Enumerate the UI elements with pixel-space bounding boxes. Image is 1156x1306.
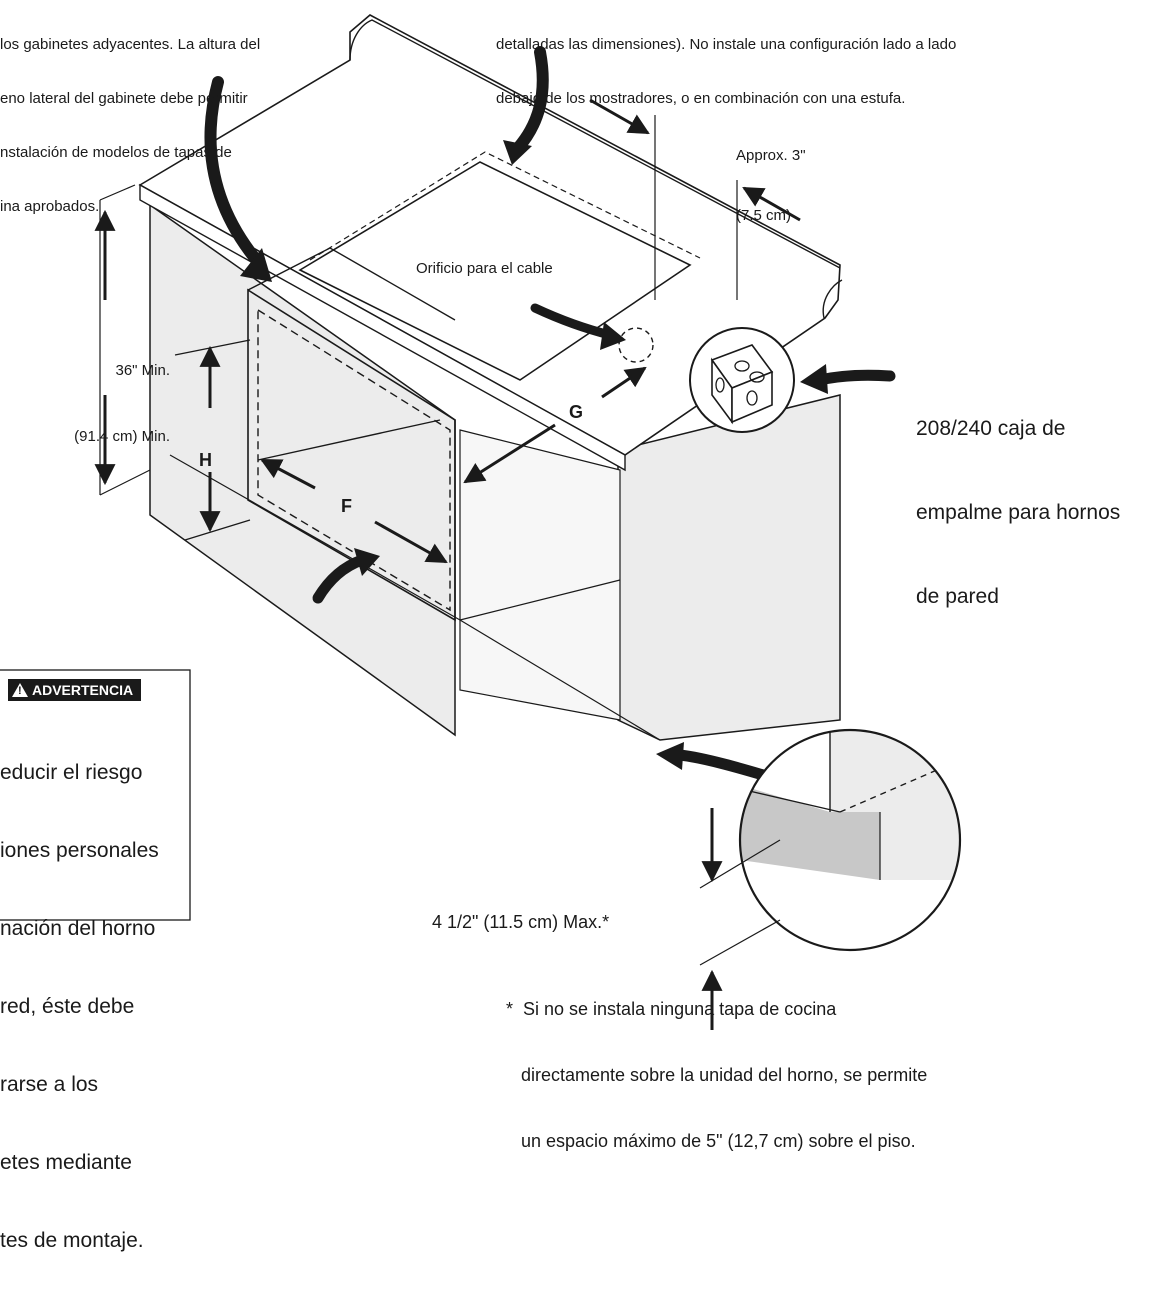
cabinet-left-side <box>149 203 456 737</box>
cabinet-right-end <box>617 394 841 741</box>
warning-text: educir el riesgo iones personales nación… <box>0 708 159 1306</box>
footnote-line: * Si no se instala ninguna tapa de cocin… <box>506 999 837 1019</box>
height-line: (91.4 cm) Min. <box>74 428 170 445</box>
note-line: detalladas las dimensiones). No instale … <box>496 36 957 53</box>
cabinet-interior-back <box>459 429 621 721</box>
junction-box-label: 208/240 caja de empalme para hornos de p… <box>916 359 1120 667</box>
warning-badge-text: ADVERTENCIA <box>32 682 134 698</box>
junction-line: empalme para hornos <box>916 501 1121 524</box>
warning-badge: ADVERTENCIA <box>8 679 142 701</box>
note-top-left: los gabinetes adyacentes. La altura del … <box>0 0 260 252</box>
arrow-left-panel <box>204 76 264 268</box>
warning-line: etes mediante <box>0 1151 132 1174</box>
oven-shelf <box>257 419 441 461</box>
footnote: * Si no se instala ninguna tapa de cocin… <box>506 954 927 1196</box>
approx-line: (7.5 cm) <box>736 207 792 224</box>
warning-line: red, éste debe <box>0 995 135 1018</box>
warning-icon <box>12 683 28 697</box>
toe-kick-detail <box>738 728 962 952</box>
junction-line: 208/240 caja de <box>916 417 1066 440</box>
dimension-g-label: G <box>569 402 584 422</box>
warning-line: nación del horno <box>0 917 156 940</box>
warning-line: iones personales <box>0 839 159 862</box>
junction-box-icon <box>710 344 774 425</box>
arrow-top <box>512 46 549 154</box>
arrow-junction-box <box>814 369 896 386</box>
cable-hole <box>618 327 654 363</box>
warning-line: tes de montaje. <box>0 1229 144 1252</box>
note-top: detalladas las dimensiones). No instale … <box>496 0 956 144</box>
warning-box <box>0 669 191 921</box>
footnote-line: un espacio máximo de 5" (12,7 cm) sobre … <box>506 1131 916 1151</box>
oven-opening-dashed <box>257 308 451 612</box>
approx-3in-label: Approx. 3" (7.5 cm) <box>736 106 806 266</box>
cable-hole-label: Orificio para el cable <box>416 260 553 277</box>
warning-line: rarse a los <box>0 1073 99 1096</box>
approx-line: Approx. 3" <box>736 147 806 164</box>
junction-line: de pared <box>916 585 999 608</box>
cabinet-drawing <box>0 14 962 1030</box>
note-line: nstalación de modelos de tapas de <box>0 144 232 161</box>
height-line: 36" Min. <box>115 362 170 379</box>
cutout-dashed-outline <box>309 151 701 261</box>
note-line: ina aprobados. <box>0 198 100 215</box>
oven-top-shelf <box>247 247 456 321</box>
cabinet-bottom-shelf <box>459 579 621 621</box>
installation-diagram: los gabinetes adyacentes. La altura del … <box>0 0 1156 1035</box>
oven-opening-front <box>247 288 456 622</box>
backsplash <box>349 19 841 269</box>
height-min-label: 36" Min. (91.4 cm) Min. <box>0 316 170 492</box>
footnote-line: directamente sobre la unidad del horno, … <box>506 1065 928 1085</box>
max-gap-label: 4 1/2" (11.5 cm) Max.* <box>432 912 610 932</box>
dimension-h-label: H <box>199 450 212 470</box>
arrow-bottom-front <box>312 554 368 604</box>
note-line: eno lateral del gabinete debe permitir <box>0 90 248 107</box>
backsplash-curve <box>822 279 843 319</box>
cabinet-floor-line <box>169 454 661 741</box>
note-line: los gabinetes adyacentes. La altura del <box>0 36 261 53</box>
dimension-f-label: F <box>341 496 352 516</box>
note-line: debajo de los mostradores, o en combinac… <box>496 90 906 107</box>
warning-line: educir el riesgo <box>0 761 143 784</box>
